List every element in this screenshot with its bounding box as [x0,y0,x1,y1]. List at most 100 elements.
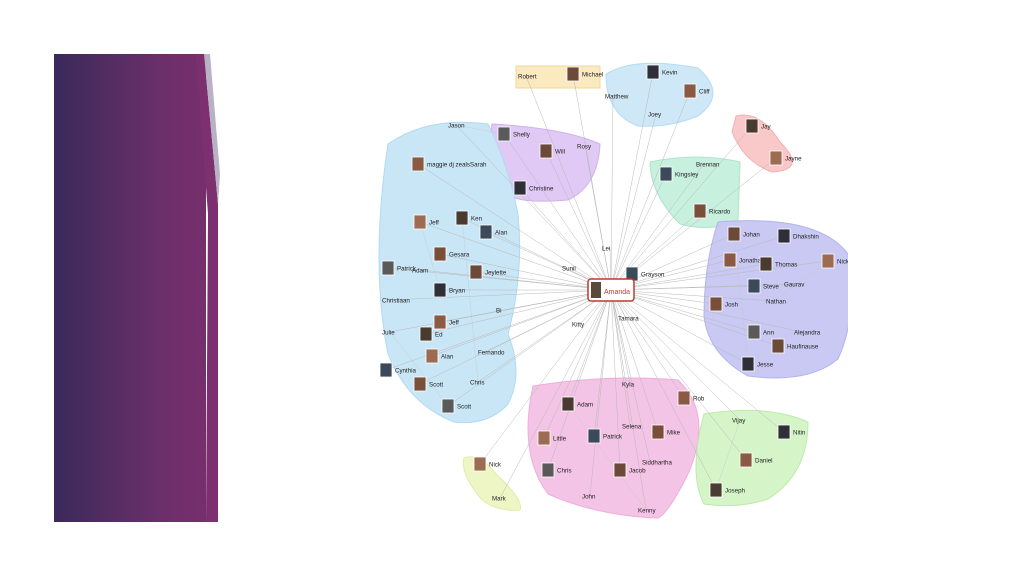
person-node[interactable]: Adam [561,396,593,412]
person-node[interactable]: Kevin [646,64,678,80]
person-node[interactable]: Fernando [478,350,505,357]
person-node[interactable]: Bryan [433,282,466,298]
person-name: Patrick [397,266,417,273]
person-node[interactable]: Ken [455,210,483,226]
person-node[interactable]: Alejandra [794,330,821,337]
connection-line [455,124,505,135]
person-node[interactable]: Joseph [709,482,746,498]
person-node[interactable]: Shelly [497,126,531,142]
person-node[interactable]: Ed [419,326,443,342]
person-name: Sunil [562,266,576,273]
person-node[interactable]: Joey [648,112,662,119]
person-node[interactable]: John [582,494,596,501]
person-node[interactable]: Christine [513,180,554,196]
person-node[interactable]: Kingsley [659,166,699,182]
person-node[interactable]: Scott [413,376,443,392]
person-node[interactable]: Jay [745,118,772,134]
person-node[interactable]: Patrick [381,260,417,276]
person-name: Johan [743,232,760,239]
person-node[interactable]: Bi [496,308,502,315]
connection-line [417,163,612,291]
person-name: Jeylette [485,270,507,277]
person-node[interactable]: Alan [425,348,454,364]
connection-line [610,289,621,471]
person-node[interactable]: Matthew [605,94,629,101]
person-node[interactable]: Kyla [622,382,635,389]
person-node[interactable]: Dhakshin [777,228,819,244]
profile-photo [646,64,660,80]
person-name: Christiaan [382,298,410,305]
person-node[interactable]: Mark [492,496,507,503]
person-node[interactable]: Johan [727,226,760,242]
person-node[interactable]: Cynthia [379,362,417,378]
person-node[interactable]: Adam [412,268,428,275]
person-node[interactable]: Little [537,430,567,446]
person-name: Jeff [429,220,439,227]
person-node[interactable]: Steve [747,278,779,294]
person-node[interactable]: Jeylette [469,264,507,280]
person-node[interactable]: Kitty [572,322,585,329]
person-node[interactable]: Will [539,143,565,159]
connection-line [610,289,803,333]
person-name: Kevin [662,70,678,77]
person-name: Ann [763,330,775,337]
person-name: Scott [457,404,471,411]
connection-line [610,283,793,291]
person-node[interactable]: Selena [622,424,642,431]
person-node[interactable]: Julie [382,330,395,337]
person-node[interactable]: Jacob [613,462,646,478]
connection-line [567,289,612,405]
person-node[interactable]: Rosy [577,144,592,151]
person-node[interactable]: Rob [677,390,705,406]
person-node[interactable]: Chris [541,462,571,478]
connection-line [593,289,612,437]
person-node[interactable]: Ricardo [693,203,731,219]
profile-photo [381,260,395,276]
person-node[interactable]: Scott [441,398,471,414]
person-node[interactable]: Grayson [625,266,665,282]
connection-line [610,289,747,461]
person-node[interactable]: Jesse [741,356,774,372]
person-node[interactable]: Cliff [683,83,710,99]
person-node[interactable]: Kenny [638,508,656,515]
person-node[interactable]: Jonathan [723,252,765,268]
person-node[interactable]: Patrick [587,428,623,444]
person-node[interactable]: Brennan [696,162,720,169]
person-node[interactable]: Josh [709,296,739,312]
person-node[interactable]: Jayne [769,150,802,166]
person-name: Alan [441,354,454,361]
person-node[interactable]: Nick [821,253,848,269]
person-node[interactable]: Jeff [413,214,439,230]
person-node[interactable]: Tamara [618,316,639,323]
person-node[interactable]: Michael [566,66,603,82]
person-node[interactable]: Christiaan [382,298,410,305]
connection-line [589,289,612,497]
person-node[interactable]: Gaurav [784,282,805,289]
person-name: Rob [693,396,705,403]
person-node[interactable]: Nitin [777,424,806,440]
center-name: Amanda [604,289,630,296]
person-node[interactable]: Haufinause [771,338,819,354]
profile-photo [433,246,447,262]
person-node[interactable]: Ann [747,324,775,340]
person-node[interactable]: Mike [651,424,681,440]
person-node[interactable]: Thomas [759,256,797,272]
person-node[interactable]: Robert [518,74,537,81]
person-node[interactable]: Gesara [433,246,470,262]
person-node[interactable]: Lei [602,246,610,253]
person-node[interactable]: maggie dj zealsSarah [411,156,487,172]
person-node[interactable]: Nick [473,456,502,472]
person-node[interactable]: Jeff [433,314,459,330]
person-name: Jay [761,124,772,131]
profile-photo [537,430,551,446]
person-node[interactable]: Daniel [739,452,773,468]
person-name: Lei [602,246,610,253]
person-node[interactable]: Chris [470,380,484,387]
center-node[interactable]: Amanda [587,278,635,302]
person-node[interactable]: Siddhartha [642,460,672,467]
person-node[interactable]: Alan [479,224,508,240]
person-node[interactable]: Nathan [766,299,787,306]
person-node[interactable]: Jason [448,123,465,130]
person-node[interactable]: Sunil [562,266,576,273]
person-node[interactable]: Vijay [732,418,746,425]
